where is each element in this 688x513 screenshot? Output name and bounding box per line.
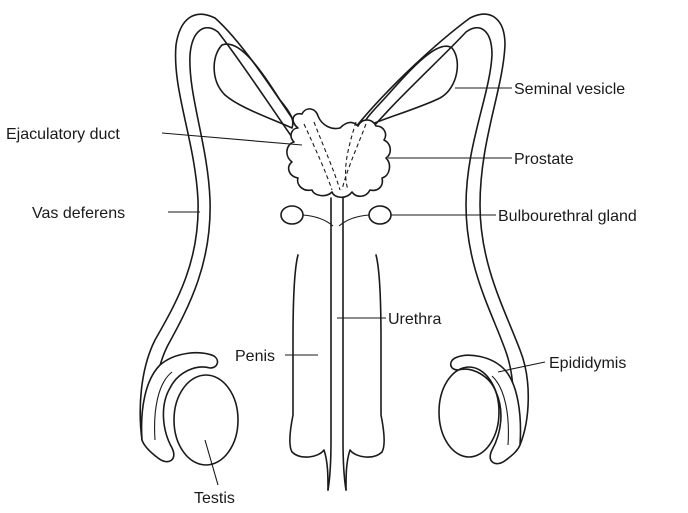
label-vas-deferens: Vas deferens (32, 205, 125, 222)
urethra (328, 198, 346, 490)
label-testis: Testis (194, 490, 235, 507)
label-urethra: Urethra (388, 311, 441, 328)
penis (290, 255, 384, 490)
bulbourethral-gland-left (281, 206, 303, 224)
testis-left (174, 375, 238, 465)
label-ejaculatory-duct: Ejaculatory duct (6, 126, 120, 143)
label-bulbourethral-gland: Bulbourethral gland (498, 208, 637, 225)
bulbourethral-gland-right (369, 206, 391, 224)
label-epididymis: Epididymis (549, 355, 626, 372)
label-penis: Penis (235, 348, 275, 365)
seminal-vesicle-right (362, 46, 457, 128)
seminal-vesicle-left (214, 44, 293, 128)
testis-right (439, 367, 499, 457)
label-seminal-vesicle: Seminal vesicle (514, 81, 625, 98)
bulbourethral-duct-left (303, 215, 333, 226)
epididymis-right (451, 355, 521, 463)
label-prostate: Prostate (514, 151, 574, 168)
